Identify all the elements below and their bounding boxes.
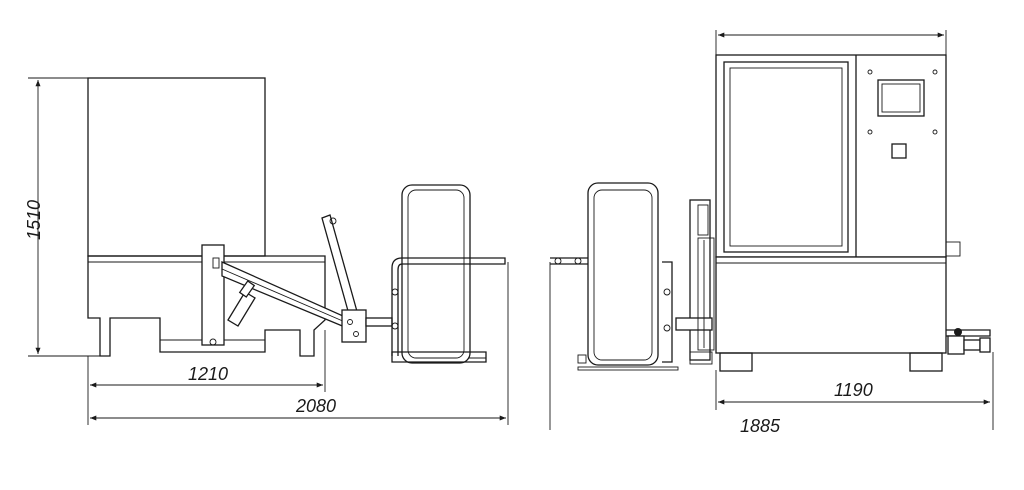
dim-height-label: 1510: [24, 200, 44, 240]
foot-left: [719, 352, 753, 372]
container-body: [87, 77, 266, 257]
bin-base-rail: [391, 351, 487, 363]
control-screen: [877, 79, 925, 117]
dim-2080-label: 2080: [295, 396, 336, 416]
dim-1885-label: 1885: [740, 416, 781, 436]
lifter-column: [689, 199, 711, 361]
cabinet-upper: [715, 54, 947, 258]
left-side-view: [87, 77, 506, 364]
dim-1210-label: 1210: [188, 364, 228, 384]
lifter-arm: [675, 317, 713, 331]
door: [723, 61, 849, 253]
control-button: [891, 143, 907, 159]
bin-front: [587, 182, 659, 366]
lever-bracket: [341, 309, 367, 343]
tub: [87, 255, 326, 357]
foot-right: [909, 352, 943, 372]
bin-side: [401, 184, 471, 364]
connecting-rod: [365, 317, 393, 327]
cabinet-lower: [715, 256, 947, 354]
lever: [321, 214, 359, 319]
dim-1190-label: 1190: [834, 380, 873, 400]
dimension-lines: [28, 30, 994, 430]
valve-body: [947, 335, 965, 355]
bin-handle: [391, 257, 506, 356]
right-front-view: [550, 54, 991, 372]
hydraulic-cylinder: [227, 291, 256, 327]
